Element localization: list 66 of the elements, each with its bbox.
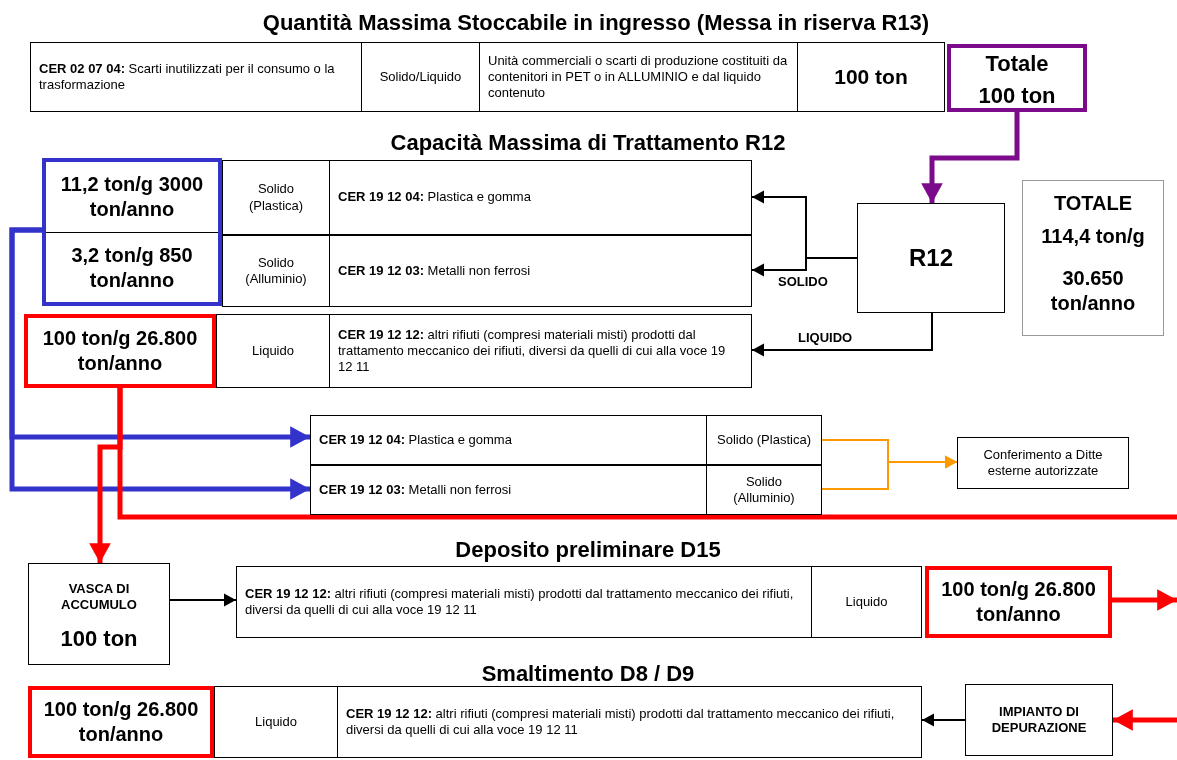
process-box (857, 203, 1005, 313)
capacity-text: 11,2 ton/g 3000 ton/anno (59, 172, 205, 222)
total-value: 114,4 ton/g (1041, 223, 1145, 249)
tank-box (28, 563, 170, 665)
waste-code-text: CER 02 07 04: Scarti inutilizzati per il consumo o la trasformazione (39, 60, 336, 94)
quantity-text: 100 ton (834, 63, 908, 90)
arrow (921, 713, 966, 727)
table-row (310, 465, 822, 515)
tank-capacity: 100 ton (60, 625, 138, 653)
waste-code-text: CER 19 12 12: altri rifiuti (compresi materiali misti) prodotti dal trattamento meccanico dei rifiuti, diversi da quelli di cui alla voce 19 12 11 (245, 585, 795, 619)
table-row (214, 686, 922, 758)
plant-name: IMPIANTO DI DEPURAZIONE (990, 703, 1088, 737)
arrow (751, 312, 933, 357)
process-name: R12 (909, 243, 953, 273)
description-text: Unità commerciali o scarti di produzione costituiti da contenitori in PET o in ALLUMINIO e dal liquido contenuto (488, 52, 789, 102)
tank-name: VASCA DI ACCUMULO (60, 580, 138, 614)
arrow (1112, 589, 1177, 611)
total-heading: TOTALE (1053, 191, 1133, 216)
total-value: 30.650 ton/anno (1049, 265, 1137, 316)
table-row (236, 566, 922, 638)
table-row (310, 415, 822, 465)
destination-box (957, 437, 1129, 489)
plant-box (965, 684, 1113, 756)
state-text: Solido (Alluminio) (732, 473, 796, 507)
arrow (1113, 709, 1177, 731)
arrow (169, 593, 237, 607)
capacity-text: 100 ton/g 26.800 ton/anno (42, 697, 200, 747)
waste-code-text: CER 19 12 12: altri rifiuti (compresi materiali misti) prodotti dal trattamento meccanico dei rifiuti, diversi da quelli di cui alla voce 19 12 11 (346, 705, 896, 739)
destination-text: Conferimento a Ditte esterne autorizzate (982, 446, 1104, 480)
state-text: Solido/Liquido (379, 68, 462, 86)
capacity-box (28, 686, 214, 758)
diagram-title: Quantità Massima Stoccabile in ingresso (Messa in riserva R13) (262, 10, 930, 36)
capacity-text: 3,2 ton/g 850 ton/anno (70, 242, 194, 293)
capacity-box (925, 566, 1112, 638)
waste-code-text: CER 19 12 03: Metalli non ferrosi (338, 262, 531, 280)
waste-code-text: CER 19 12 04: Plastica e gomma (319, 431, 512, 449)
section-heading: Smaltimento D8 / D9 (481, 661, 695, 687)
total-box (947, 44, 1087, 112)
state-text: Liquido (255, 713, 297, 731)
section-heading: Deposito preliminare D15 (455, 537, 721, 563)
arrow (921, 112, 1020, 203)
arrow (9, 227, 310, 500)
capacity-text: 100 ton/g 26.800 ton/anno (41, 326, 199, 376)
total-heading: Totale (985, 50, 1049, 78)
state-text: Solido (Plastica) (717, 431, 811, 449)
arrow (821, 455, 958, 490)
table-row (216, 314, 752, 388)
capacity-text: 100 ton/g 26.800 ton/anno (940, 577, 1097, 627)
waste-code-text: CER 19 12 04: Plastica e gomma (338, 189, 531, 206)
table-row (30, 42, 945, 112)
total-value: 100 ton (978, 81, 1056, 109)
capacity-box (24, 314, 216, 388)
edge-label: LIQUIDO (796, 330, 855, 345)
table-row (222, 235, 752, 307)
waste-code-text: CER 19 12 12: altri rifiuti (compresi materiali misti) prodotti dal trattamento meccanico dei rifiuti, diversi da quelli di cui alla voce 19 12 11 (338, 326, 727, 376)
total-box (1022, 180, 1164, 336)
section-heading: Capacità Massima di Trattamento R12 (390, 130, 786, 156)
state-text: Liquido (252, 342, 294, 360)
state-text: Solido (Plastica) (247, 181, 305, 214)
state-text: Solido (Alluminio) (244, 254, 308, 288)
capacity-box (42, 158, 222, 306)
arrow (751, 257, 858, 277)
state-text: Liquido (845, 593, 888, 611)
edge-label: SOLIDO (776, 274, 830, 289)
waste-code-text: CER 19 12 03: Metalli non ferrosi (319, 481, 512, 499)
table-row (222, 160, 752, 235)
